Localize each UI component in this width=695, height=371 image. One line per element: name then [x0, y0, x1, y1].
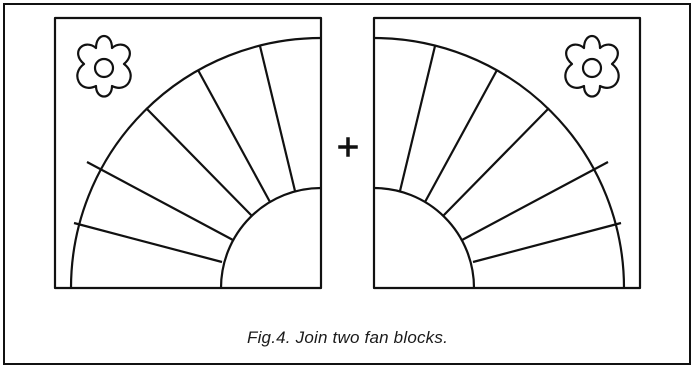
plus-icon [340, 139, 356, 155]
flower-icon [565, 36, 618, 97]
outer-border [4, 4, 690, 364]
fan-block-right [374, 18, 640, 288]
flower-icon [77, 36, 130, 97]
inner-arc-left [221, 188, 321, 288]
block-square-right [374, 18, 640, 288]
figure-caption: Fig.4. Join two fan blocks. [0, 328, 695, 348]
fan-block-left [55, 18, 321, 288]
inner-arc-right [374, 188, 474, 288]
block-square-left [55, 18, 321, 288]
